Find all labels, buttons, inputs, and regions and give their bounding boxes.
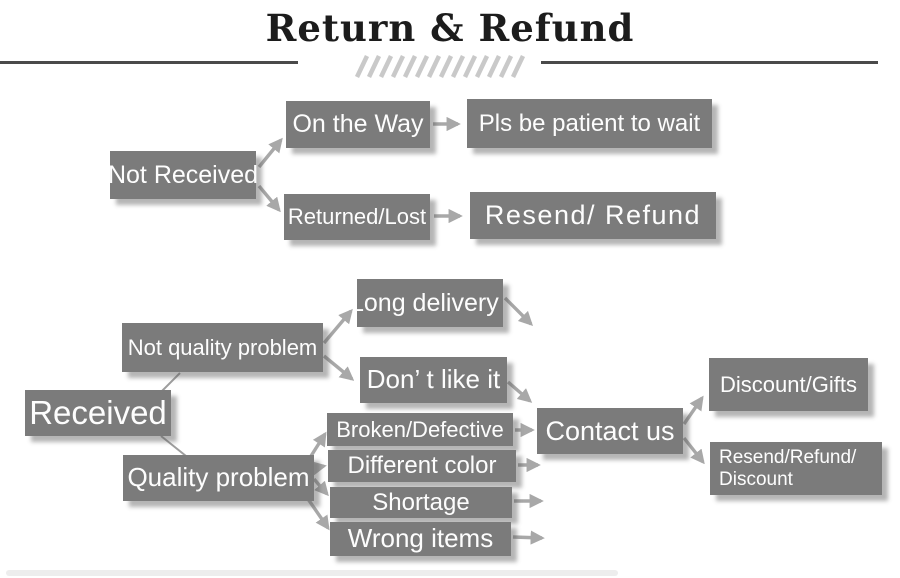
node-different-color: Different color	[328, 450, 516, 482]
title-hatch-decoration	[354, 55, 526, 78]
header-rule-left	[0, 61, 298, 64]
arrow-long-delivery-out	[503, 296, 534, 327]
node-wrong-items: Wrong items	[330, 522, 511, 556]
line-received-to-not-quality	[161, 372, 181, 392]
node-on-the-way-label: On the Way	[292, 110, 424, 139]
node-long-delivery-label: Long delivery	[357, 288, 499, 317]
node-returned-lost: Returned/Lost	[284, 194, 430, 240]
node-not-received: Not Received	[107, 151, 259, 199]
arrow-not-received-to-returned-lost	[257, 184, 281, 213]
node-resend-refund-label: Resend/ Refund	[484, 200, 702, 231]
arrow-quality-to-wrong-items	[306, 498, 330, 531]
node-contact-us: Contact us	[537, 408, 683, 454]
arrow-quality-to-broken	[309, 431, 327, 457]
node-received-label: Received	[29, 393, 167, 431]
node-shortage: Shortage	[330, 487, 512, 518]
page-title: Return & Refund	[265, 6, 635, 50]
node-pls-be-patient: Pls be patient to wait	[467, 99, 712, 148]
node-quality-problem-label: Quality problem	[127, 462, 310, 493]
node-broken-defective-label: Broken/Defective	[336, 416, 504, 442]
node-long-delivery: Long delivery	[357, 279, 503, 327]
arrow-dont-like-to-contact-us	[506, 380, 533, 403]
node-wrong-items-label: Wrong items	[347, 523, 494, 554]
node-discount-gifts: Discount/Gifts	[709, 358, 868, 411]
node-shortage-label: Shortage	[372, 488, 470, 516]
arrow-wrong-items-out	[512, 530, 545, 545]
node-received: Received	[25, 390, 171, 436]
node-resend-refund: Resend/ Refund	[470, 192, 716, 239]
node-dont-like-it-label: Don’ t like it	[366, 364, 501, 395]
line-received-to-quality	[160, 435, 187, 457]
node-dont-like-it: Don’ t like it	[360, 357, 507, 403]
arrow-quality-to-different-color	[311, 461, 327, 476]
node-contact-us-label: Contact us	[545, 415, 675, 446]
arrow-not-received-to-on-the-way	[257, 137, 283, 169]
header-rule-right	[541, 61, 878, 64]
arrow-not-quality-to-dont-like	[322, 354, 355, 381]
bottom-edge-decoration	[6, 570, 618, 576]
resend-refund-discount-line2: Discount	[719, 468, 793, 490]
node-discount-gifts-label: Discount/Gifts	[720, 371, 857, 397]
resend-refund-discount-line1: Resend/Refund/	[719, 447, 857, 469]
node-returned-lost-label: Returned/Lost	[287, 204, 427, 230]
node-not-quality-problem-label: Not quality problem	[127, 334, 318, 360]
node-on-the-way: On the Way	[286, 101, 430, 148]
node-resend-refund-discount-label: Resend/Refund/ Discount	[719, 447, 856, 490]
node-pls-be-patient-label: Pls be patient to wait	[478, 109, 701, 137]
node-not-quality-problem: Not quality problem	[122, 323, 323, 372]
node-quality-problem: Quality problem	[123, 455, 314, 501]
arrow-quality-to-shortage	[312, 477, 329, 497]
node-broken-defective: Broken/Defective	[327, 413, 513, 446]
node-not-received-label: Not Received	[107, 160, 259, 189]
node-resend-refund-discount: Resend/Refund/ Discount	[710, 442, 882, 495]
arrow-not-quality-to-long-delivery	[322, 308, 353, 345]
node-different-color-label: Different color	[347, 452, 497, 480]
arrow-contact-us-to-discount-gifts	[682, 395, 704, 425]
arrow-contact-us-to-resend-refund-discount	[682, 436, 705, 465]
